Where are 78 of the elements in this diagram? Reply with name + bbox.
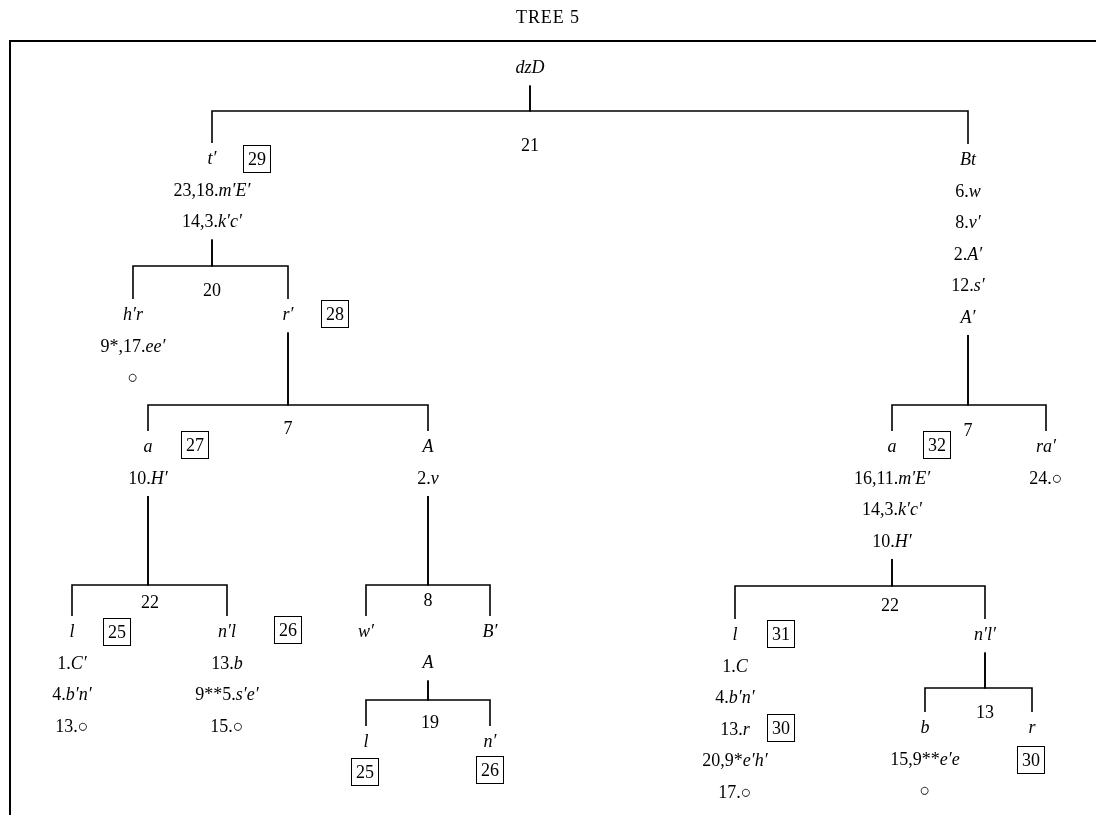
node-text: t′: [207, 147, 217, 170]
node-text: a: [887, 435, 897, 458]
node-text: 14,3.k′c′: [182, 210, 242, 233]
boxed-number: 30: [767, 714, 795, 742]
node-text: 4.b′n′: [715, 686, 755, 709]
branch-number: 20: [203, 281, 221, 299]
tree-branch: [967, 334, 1047, 432]
boxed-number: 29: [243, 145, 271, 173]
branch-number: 13: [976, 703, 994, 721]
node-text: A′: [960, 305, 976, 329]
node-text: 13.○: [55, 714, 89, 738]
node-text: 14,3.k′c′: [862, 498, 922, 521]
branch-number: 8: [423, 591, 433, 609]
tree-branch: [529, 84, 969, 145]
node-text: n′l′: [974, 623, 996, 646]
node-text: 8.v′: [955, 211, 981, 234]
node-text: 1.C: [722, 654, 748, 678]
node-text: 15.○: [210, 714, 244, 738]
node-text: 13.b: [211, 651, 243, 675]
node-text: 15,9**e′e: [890, 747, 960, 771]
boxed-number: 30: [1017, 746, 1045, 774]
node-text: b: [920, 716, 930, 739]
tree-branch: [891, 558, 986, 620]
node-text: A: [422, 651, 434, 674]
boxed-number: 26: [476, 756, 504, 784]
node-text: l: [363, 730, 369, 753]
node-text: h′r: [123, 303, 143, 326]
node-text: 1.C′: [57, 651, 87, 675]
tree-branch: [147, 495, 228, 617]
branch-number: 22: [881, 596, 899, 614]
node-text: 9**5.s′e′: [195, 683, 259, 706]
tree-branch: [427, 495, 491, 617]
node-text: A: [422, 435, 434, 458]
branch-number: 22: [141, 593, 159, 611]
node-text: 2.A′: [953, 242, 983, 266]
boxed-number: 25: [103, 618, 131, 646]
node-text: 10.H′: [128, 466, 168, 490]
node-text: r: [1028, 716, 1036, 739]
node-text: w′: [358, 620, 374, 643]
boxed-number: 25: [351, 758, 379, 786]
boxed-number: 32: [923, 431, 951, 459]
branch-number: 21: [521, 136, 539, 154]
tree-branch: [984, 651, 1033, 713]
node-text: r′: [282, 303, 294, 326]
node-text: B′: [482, 620, 498, 643]
node-text: 23,18.m′E′: [173, 178, 251, 202]
node-text: 4.b′n′: [52, 683, 92, 706]
node-text: dzD: [515, 56, 545, 79]
node-text: l: [732, 623, 738, 646]
boxed-number: 27: [181, 431, 209, 459]
diagram-title: TREE 5: [516, 6, 580, 29]
boxed-number: 26: [274, 616, 302, 644]
node-text: l: [69, 620, 75, 643]
node-text: n′: [483, 730, 497, 753]
node-text: 20,9*e′h′: [702, 749, 768, 772]
node-text: 13.r: [720, 717, 750, 741]
node-text: 2.v: [417, 466, 439, 490]
node-text: 10.H′: [872, 529, 912, 553]
node-text: ○: [127, 366, 139, 389]
branch-number: 7: [963, 421, 973, 439]
tree-branch: [427, 679, 491, 727]
node-text: 6.w: [955, 179, 981, 203]
node-text: 17.○: [718, 780, 752, 804]
node-text: ra′: [1036, 435, 1056, 458]
branch-number: 19: [421, 713, 439, 731]
node-text: 12.s′: [951, 274, 985, 297]
node-text: 16,11.m′E′: [853, 466, 931, 490]
node-text: n′l: [218, 620, 236, 643]
node-text: Bt: [960, 148, 976, 171]
node-text: a: [143, 435, 153, 458]
node-text: 9*,17.ee′: [100, 334, 166, 358]
node-text: 24.○: [1029, 466, 1063, 490]
tree-branch: [211, 238, 289, 300]
branch-number: 7: [283, 419, 293, 437]
tree-branch: [287, 331, 429, 432]
boxed-number: 31: [767, 620, 795, 648]
boxed-number: 28: [321, 300, 349, 328]
node-text: ○: [919, 779, 931, 802]
